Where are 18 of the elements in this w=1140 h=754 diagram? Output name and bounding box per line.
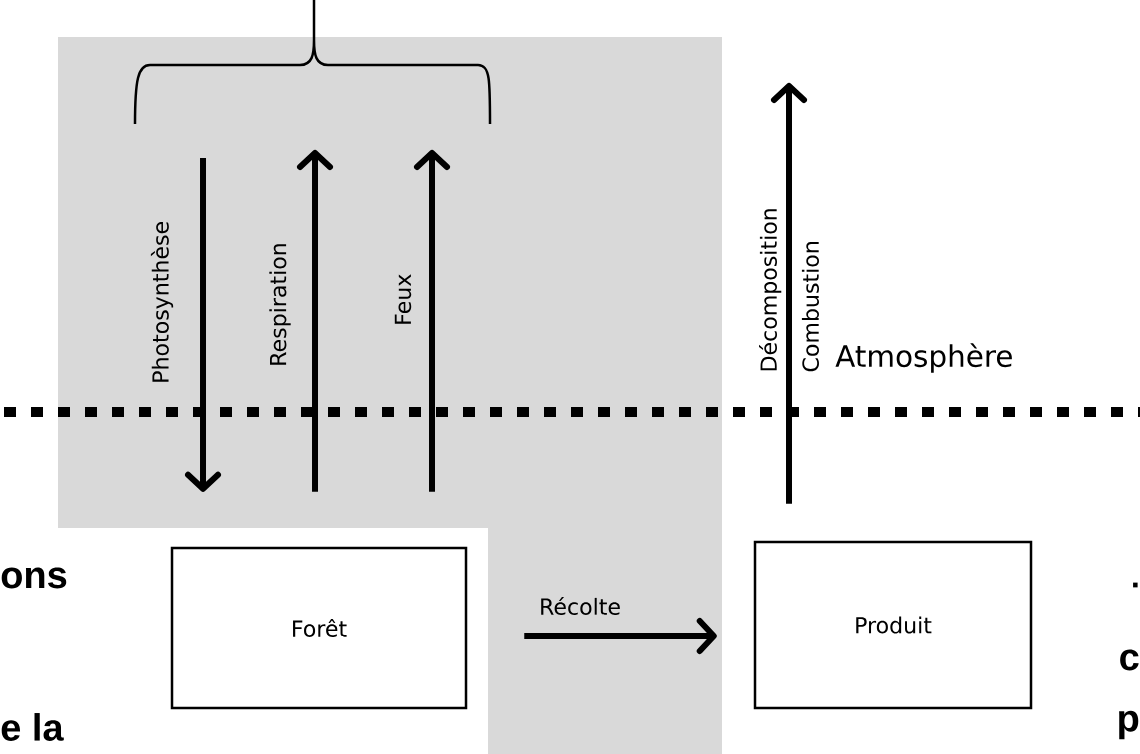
arrow [414,150,450,492]
edge-label: Photosynthèse [150,222,174,382]
edge-label: Décomposition Combustion [759,209,819,372]
arrow [524,618,717,654]
text-fragment: . [1133,582,1138,588]
text-fragment: c [1120,649,1139,671]
edge-label: Respiration [269,244,291,365]
region-label: Atmosphère [835,343,1012,373]
edge-label: Feux [394,274,412,324]
arrow [297,150,333,492]
text-fragment: p [1119,710,1139,740]
arrow [185,158,221,492]
edge-label: Récolte [541,597,620,615]
process-box: Forêt [170,546,468,710]
text-fragment: ons [1,567,67,589]
process-box: Produit [753,540,1033,710]
text-fragment: e la [1,713,64,741]
arrow [771,83,807,504]
